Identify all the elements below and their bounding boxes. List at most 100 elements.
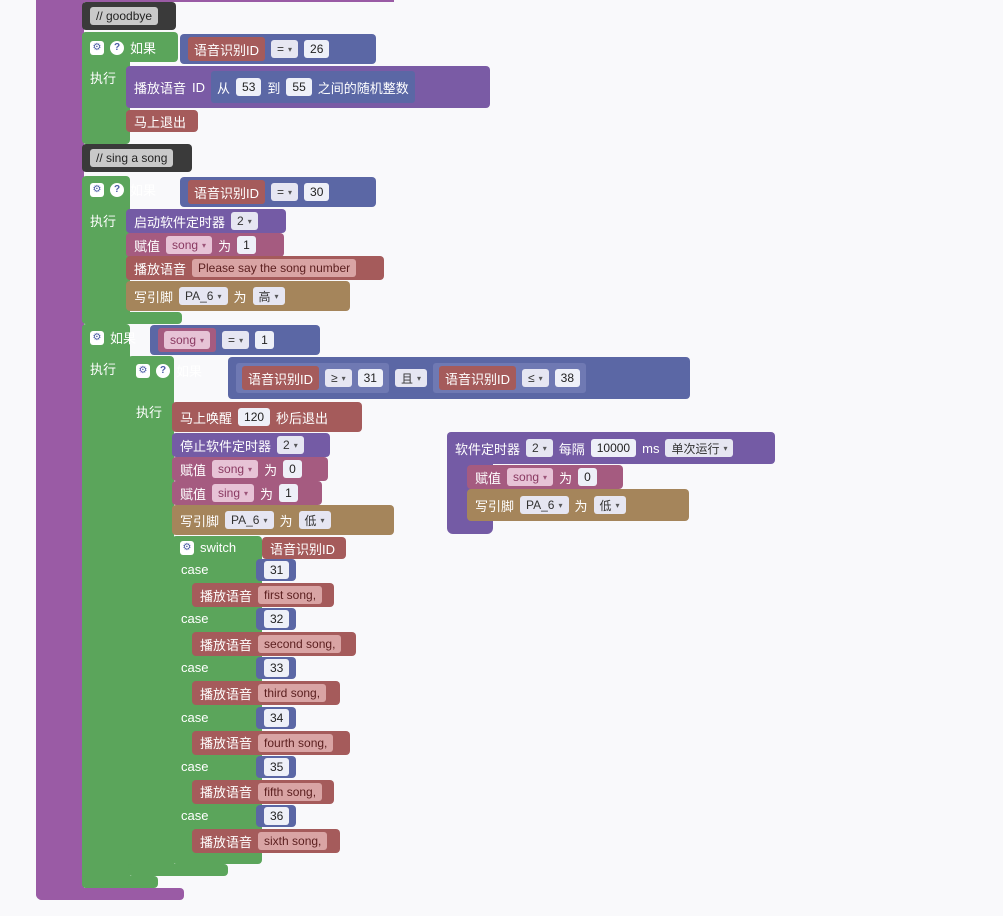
if-block-2[interactable] <box>82 176 130 324</box>
help-icon[interactable]: ? <box>110 182 124 197</box>
comment-goodbye[interactable]: // goodbye <box>82 2 176 30</box>
gear-icon[interactable]: ⚙ <box>90 330 104 345</box>
exit-now-block[interactable]: 马上退出 <box>126 110 198 132</box>
soft-timer-header[interactable]: 软件定时器 2▾ 每隔 10000 ms 单次运行▾ <box>447 432 775 464</box>
pin-dropdown[interactable]: PA_6▾ <box>520 496 569 514</box>
case-speech-text[interactable]: fourth song, <box>258 733 334 752</box>
case-speech-text[interactable]: third song, <box>258 684 327 703</box>
case-value[interactable]: 33 <box>256 657 296 680</box>
stop-timer-block[interactable]: 停止软件定时器 2▾ <box>172 433 330 457</box>
case-value[interactable]: 36 <box>256 805 296 827</box>
voice-id-block[interactable]: 语音识别ID <box>188 180 266 204</box>
assign-value[interactable]: 0 <box>578 468 597 486</box>
timer-write-pin-block[interactable]: 写引脚 PA_6▾ 为 低▾ <box>467 489 689 521</box>
operator-dropdown[interactable]: ≤▾ <box>522 369 549 387</box>
case-value[interactable]: 34 <box>256 706 296 729</box>
compare-value[interactable]: 38 <box>554 369 580 387</box>
variable-dropdown[interactable]: song▾ <box>507 468 554 486</box>
compare-value[interactable]: 31 <box>357 369 383 387</box>
assign-value[interactable]: 0 <box>283 460 302 478</box>
play-voice-random-block[interactable]: 播放语音 ID 从 53 到 55 之间的随机整数 <box>126 66 490 108</box>
pin-dropdown[interactable]: PA_6▾ <box>225 511 274 529</box>
play-speech-block[interactable]: 播放语音 Please say the song number <box>126 256 384 280</box>
wake-seconds[interactable]: 120 <box>238 408 271 426</box>
operator-dropdown[interactable]: =▾ <box>222 331 250 349</box>
compare-block-1[interactable]: 语音识别ID =▾ 26 <box>180 34 376 64</box>
level-dropdown[interactable]: 高▾ <box>252 287 285 305</box>
help-icon[interactable]: ? <box>156 363 170 378</box>
speech-text[interactable]: Please say the song number <box>192 259 357 277</box>
case-value[interactable]: 32 <box>256 608 296 631</box>
timer-assign-block[interactable]: 赋值 song▾ 为 0 <box>467 465 623 489</box>
compare-value[interactable]: 26 <box>304 40 330 58</box>
case-number[interactable]: 32 <box>264 610 290 629</box>
help-icon[interactable]: ? <box>110 40 124 55</box>
gear-icon[interactable]: ⚙ <box>136 363 150 378</box>
timer-dropdown[interactable]: 2▾ <box>277 436 304 454</box>
case-number[interactable]: 33 <box>264 659 290 678</box>
case-value[interactable]: 35 <box>256 755 296 778</box>
if-block-3[interactable] <box>82 324 130 888</box>
voice-id-block[interactable]: 语音识别ID <box>188 37 266 61</box>
timer-dropdown[interactable]: 2▾ <box>231 212 258 230</box>
assign-value[interactable]: 1 <box>279 484 298 502</box>
switch-voice-id[interactable]: 语音识别ID <box>262 537 346 559</box>
assign-block[interactable]: 赋值 song▾ 为 1 <box>126 233 284 257</box>
write-pin-block[interactable]: 写引脚 PA_6▾ 为 高▾ <box>126 281 350 311</box>
case-speech-text[interactable]: second song, <box>258 635 342 654</box>
gear-icon[interactable]: ⚙ <box>90 182 104 197</box>
compare-value[interactable]: 30 <box>304 183 330 201</box>
assign-block-sing[interactable]: 赋值 sing▾ 为 1 <box>172 481 322 505</box>
compare-block-3[interactable]: song▾ =▾ 1 <box>150 325 320 355</box>
level-dropdown[interactable]: 低▾ <box>593 496 626 514</box>
case-speech-text[interactable]: first song, <box>258 586 323 604</box>
comment-sing[interactable]: // sing a song <box>82 144 192 172</box>
operator-dropdown[interactable]: =▾ <box>271 183 299 201</box>
case-speech-text[interactable]: fifth song, <box>258 782 323 801</box>
compare-value[interactable]: 1 <box>255 331 274 349</box>
main-function-block[interactable] <box>36 0 84 900</box>
random-to-value[interactable]: 55 <box>286 78 312 96</box>
level-dropdown[interactable]: 低▾ <box>298 511 331 529</box>
variable-dropdown[interactable]: song▾ <box>212 460 259 478</box>
nested-if-block[interactable] <box>128 356 174 868</box>
compare-block-2[interactable]: 语音识别ID =▾ 30 <box>180 177 376 207</box>
case-number[interactable]: 31 <box>264 561 290 579</box>
compare-right[interactable]: 语音识别ID ≤▾ 38 <box>433 363 586 393</box>
and-block[interactable]: 语音识别ID ≥▾ 31 且▾ 语音识别ID ≤▾ 38 <box>228 357 690 399</box>
case-number[interactable]: 36 <box>264 807 290 825</box>
assign-value[interactable]: 1 <box>237 236 256 254</box>
variable-dropdown[interactable]: sing▾ <box>212 484 255 502</box>
timer-id-dropdown[interactable]: 2▾ <box>526 439 553 457</box>
case-value[interactable]: 31 <box>256 559 296 581</box>
case-number[interactable]: 35 <box>264 757 290 776</box>
timer-interval[interactable]: 10000 <box>590 439 637 457</box>
wake-exit-block[interactable]: 马上唤醒 120 秒后退出 <box>172 402 362 432</box>
variable-block[interactable]: song▾ <box>158 328 217 352</box>
start-timer-block[interactable]: 启动软件定时器 2▾ <box>126 209 286 233</box>
gear-icon[interactable]: ⚙ <box>180 540 194 555</box>
variable-dropdown[interactable]: song▾ <box>164 331 211 349</box>
voice-id-block[interactable]: 语音识别ID <box>242 366 320 390</box>
operator-dropdown[interactable]: ≥▾ <box>325 369 352 387</box>
comment-text[interactable]: // goodbye <box>90 7 159 25</box>
pin-dropdown[interactable]: PA_6▾ <box>179 287 228 305</box>
random-int-block[interactable]: 从 53 到 55 之间的随机整数 <box>211 71 415 103</box>
compare-left[interactable]: 语音识别ID ≥▾ 31 <box>236 363 389 393</box>
gear-icon[interactable]: ⚙ <box>90 40 104 55</box>
timer-mode-dropdown[interactable]: 单次运行▾ <box>665 439 734 457</box>
voice-id-block[interactable]: 语音识别ID <box>439 366 517 390</box>
case-speech-text[interactable]: sixth song, <box>258 832 328 850</box>
operator-dropdown[interactable]: =▾ <box>271 40 299 58</box>
write-pin-block-2[interactable]: 写引脚 PA_6▾ 为 低▾ <box>172 505 394 535</box>
and-dropdown[interactable]: 且▾ <box>394 369 428 387</box>
case-number[interactable]: 34 <box>264 708 290 727</box>
assign-block-song[interactable]: 赋值 song▾ 为 0 <box>172 457 328 481</box>
variable-dropdown[interactable]: song▾ <box>166 236 213 254</box>
